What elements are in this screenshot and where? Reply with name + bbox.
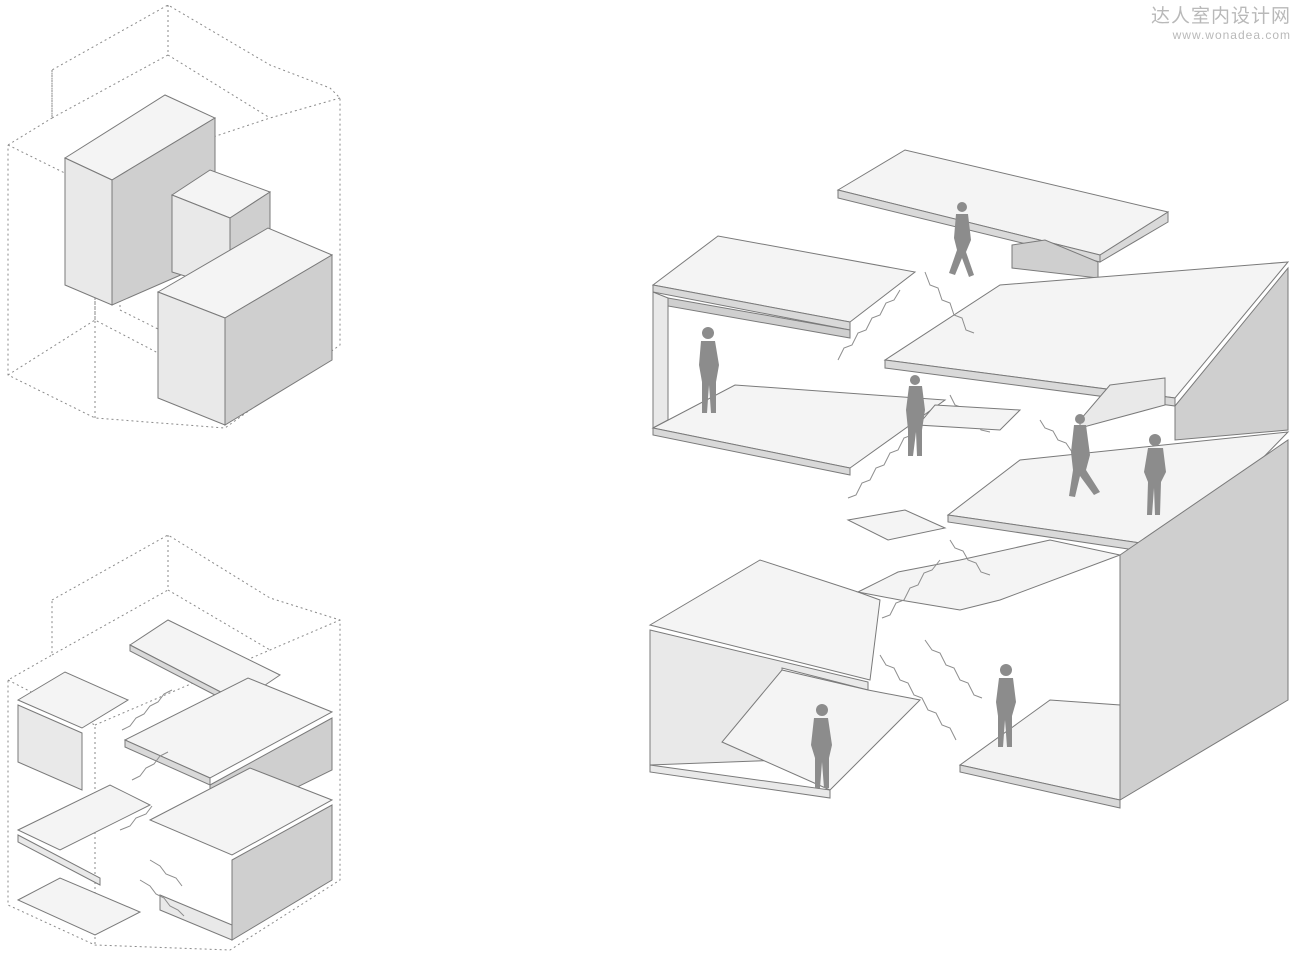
small-lower-floor	[16, 767, 334, 941]
small-section-envelope-outline	[7, 534, 341, 951]
small-stairs	[119, 689, 185, 917]
people-figures	[699, 202, 1166, 788]
large-top-slab	[836, 149, 1170, 279]
person-silhouette-middle-stair	[906, 375, 925, 456]
watermark-title: 达人室内设计网	[1150, 5, 1291, 27]
person-silhouette-top-walking	[949, 202, 974, 277]
person-silhouette-lower-left	[811, 704, 832, 788]
watermark-url: www.wonadea.com	[1172, 28, 1291, 42]
person-silhouette-upper-left	[699, 327, 719, 413]
watermark: 达人室内设计网 www.wonadea.com	[1151, 4, 1291, 42]
large-section-diagram	[648, 149, 1290, 809]
small-section-diagram	[7, 534, 341, 951]
massing-small-block	[170, 169, 272, 291]
large-staircases	[837, 271, 1081, 741]
large-upper-left-room	[651, 235, 947, 476]
person-silhouette-middle-right	[1144, 434, 1166, 515]
person-silhouette-middle-walking	[1069, 414, 1100, 497]
massing-lower-block	[156, 227, 334, 426]
large-upper-right-room	[883, 261, 1290, 441]
large-lower-box	[648, 439, 1289, 809]
person-silhouette-lower-stair	[996, 664, 1016, 747]
massing-diagram	[7, 4, 341, 429]
